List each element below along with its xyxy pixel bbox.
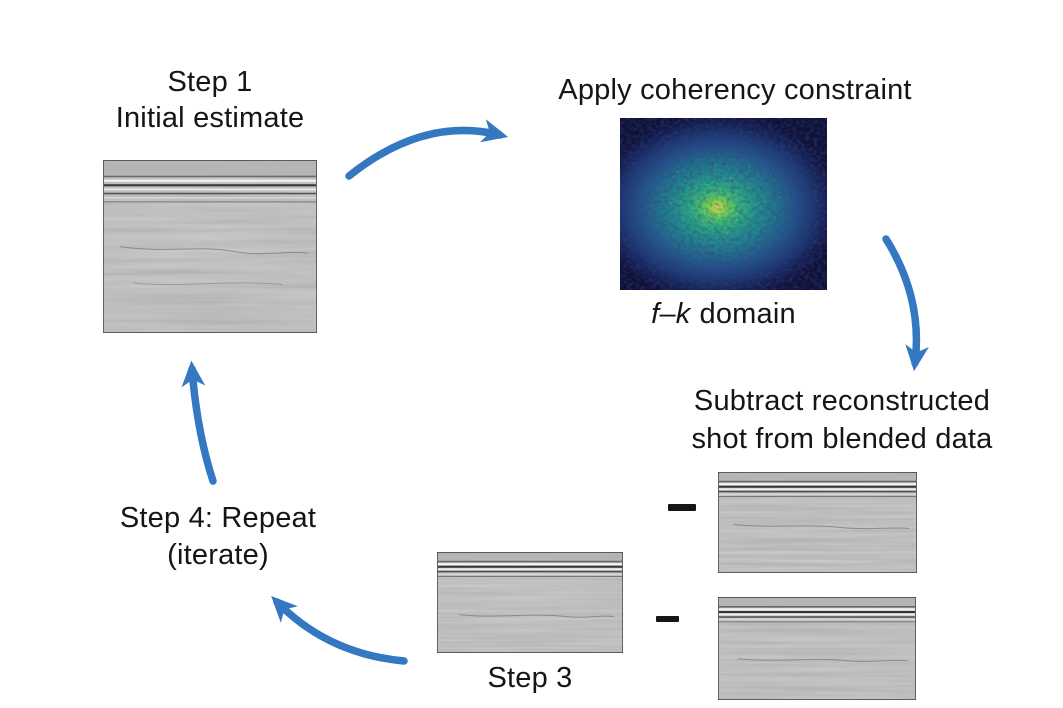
shallow-reflector-stripes (438, 562, 622, 577)
arrow-coherency-to-subtract (882, 235, 929, 372)
k-symbol: k (675, 298, 691, 330)
arrow-step1-to-coherency (345, 119, 509, 180)
step1-label: Step 1 Initial estimate (85, 64, 335, 136)
step1-subtitle: Initial estimate (115, 102, 305, 134)
step3-seismic-image (437, 552, 623, 653)
arrow-step4-to-step1 (181, 360, 217, 485)
step3-label: Step 3 (487, 662, 573, 694)
arrow-step3-to-step4 (271, 596, 408, 665)
subtract-line1: Subtract reconstructed (693, 385, 991, 417)
shallow-reflector-stripes (719, 482, 916, 497)
blended-shot-image-2 (718, 597, 916, 700)
subtract-label: Subtract reconstructed shot from blended… (672, 382, 1012, 458)
fk-dash: – (659, 298, 676, 330)
fk-spectrum-image (620, 118, 827, 290)
shallow-reflector-stripes (719, 607, 915, 622)
domain-word: domain (699, 298, 796, 330)
step4-subtitle: (iterate) (167, 539, 269, 571)
f-symbol: f (651, 298, 660, 330)
minus-sign (656, 616, 679, 622)
shallow-reflector-stripes (104, 176, 316, 206)
step1-seismic-image (103, 160, 317, 333)
subtract-line2: shot from blended data (691, 423, 993, 455)
coherency-constraint-label: Apply coherency constraint (558, 74, 912, 106)
step1-title: Step 1 (167, 66, 253, 98)
minus-sign (668, 504, 696, 511)
step4-title: Step 4: Repeat (119, 502, 317, 534)
step4-label: Step 4: Repeat (iterate) (92, 500, 344, 574)
blended-shot-image-1 (718, 472, 917, 573)
